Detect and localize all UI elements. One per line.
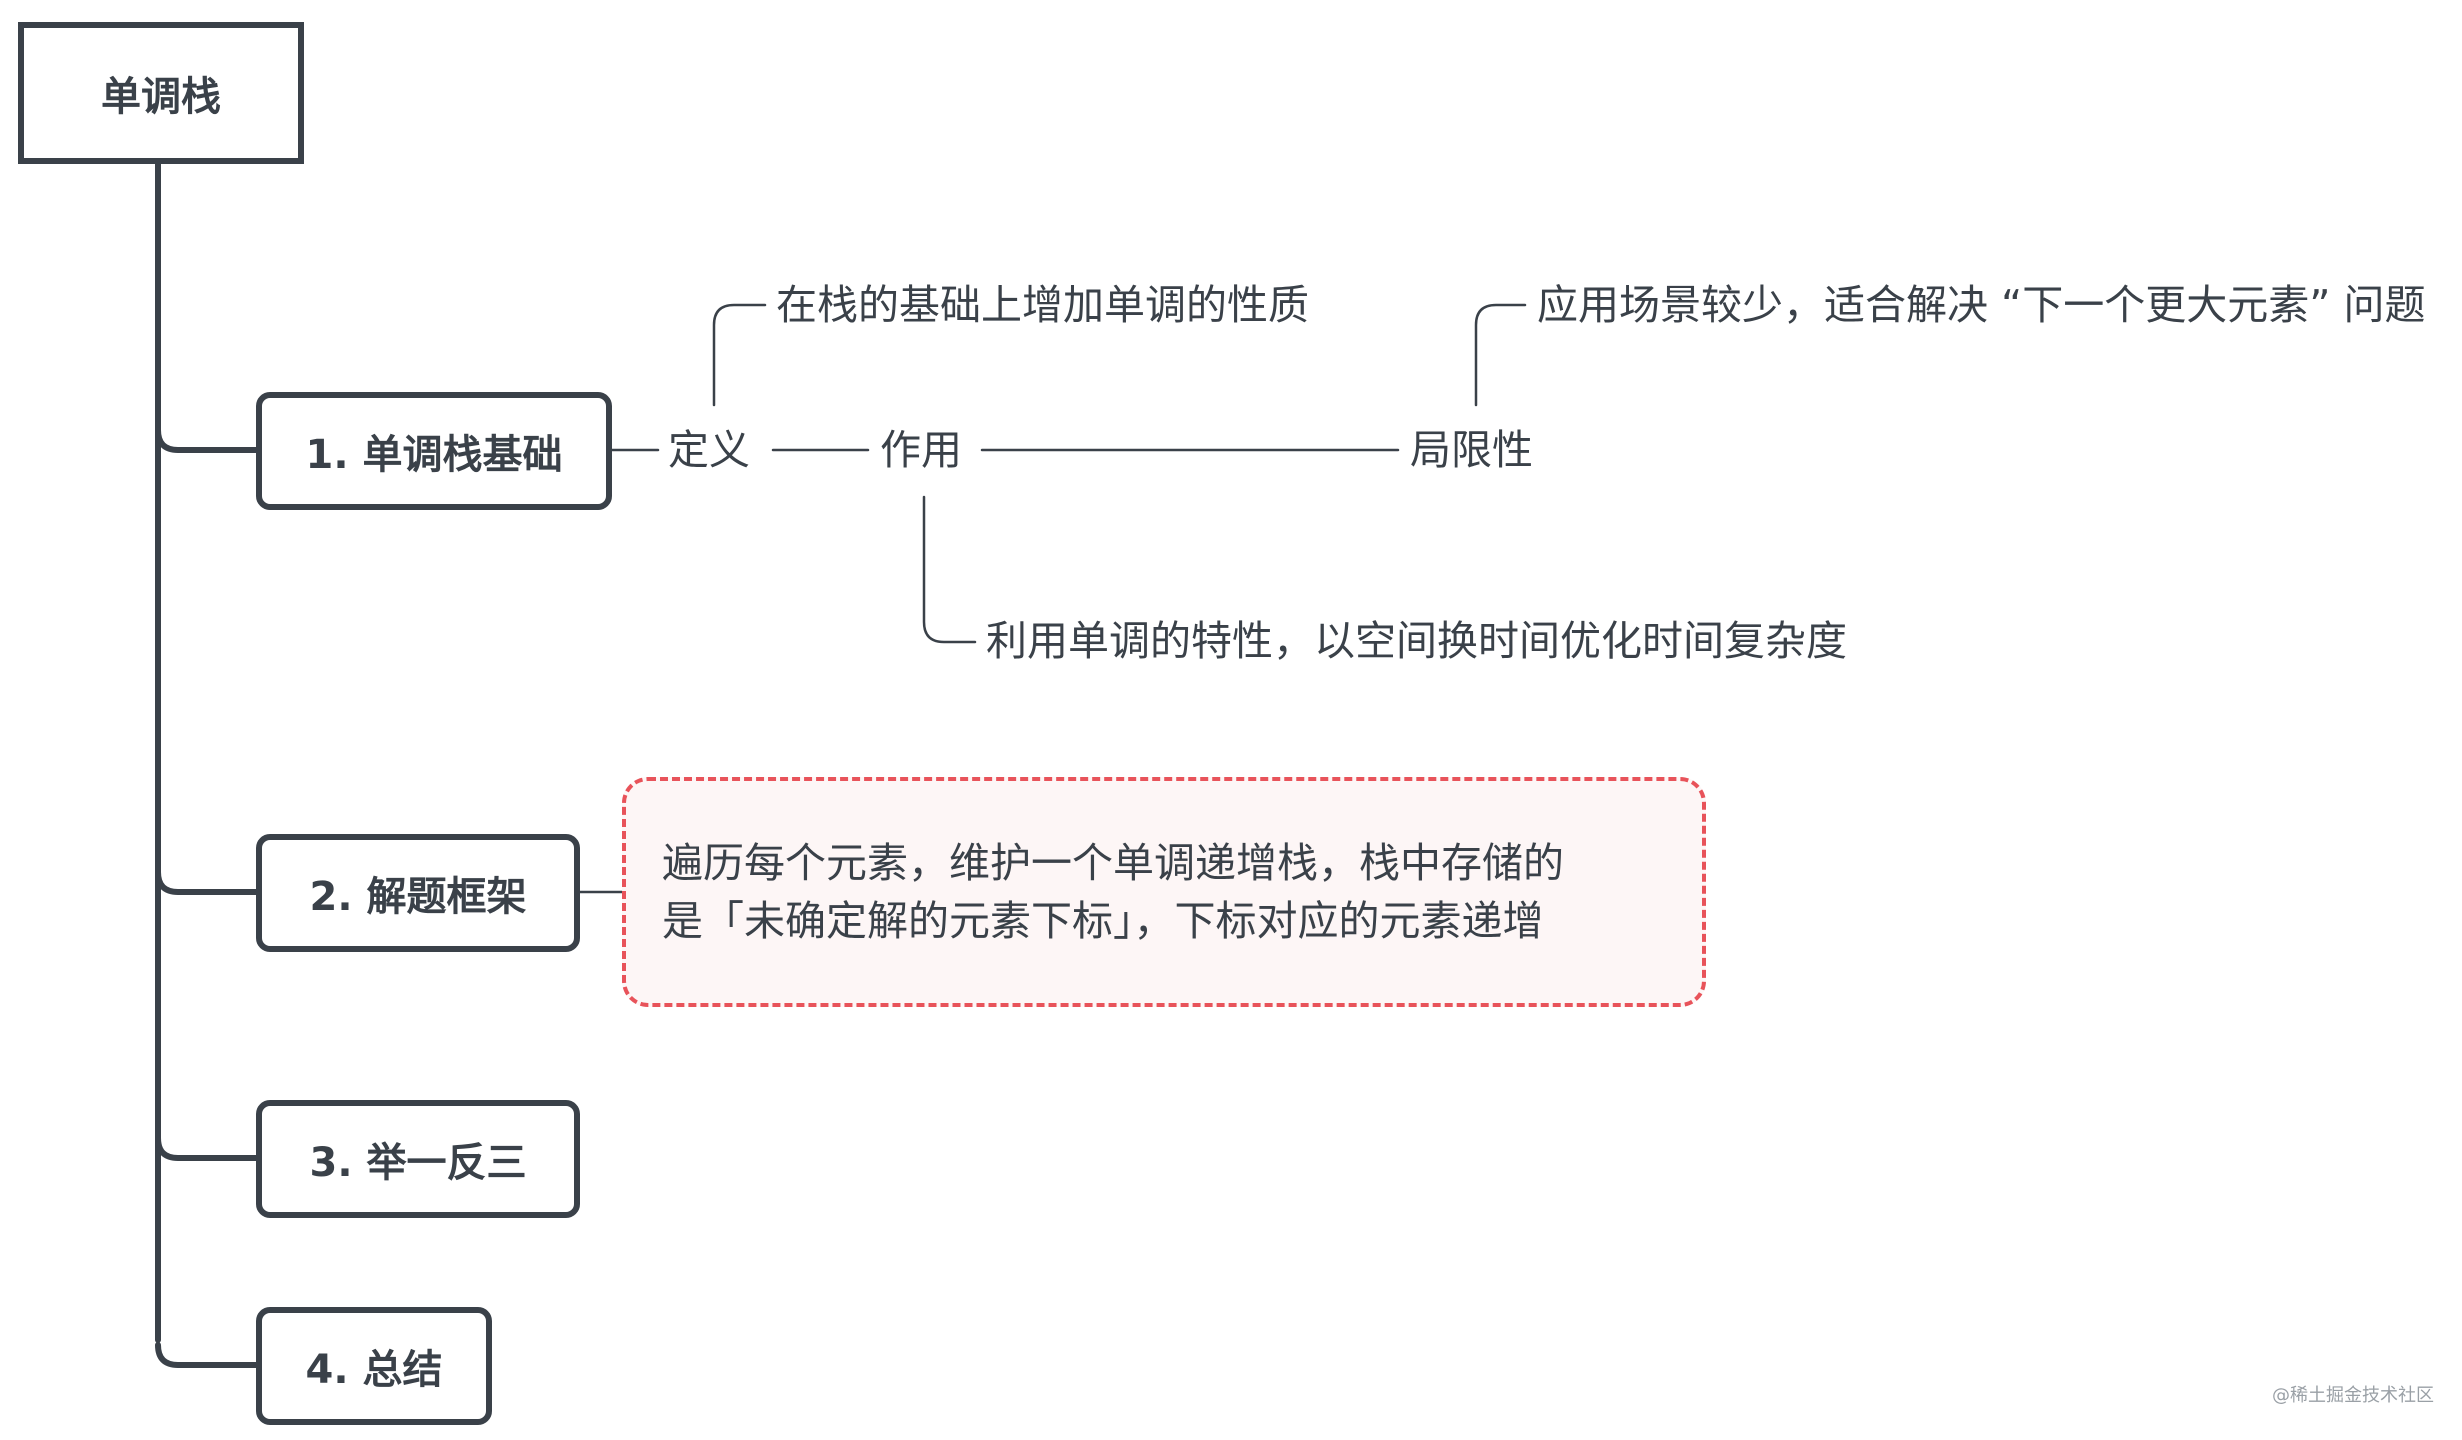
trunk-to-branch1 [155,427,261,453]
trunk-to-branch2 [155,869,261,895]
branch-label: 1. 单调栈基础 [305,432,563,478]
trunk-to-branch4 [155,1342,261,1368]
definition-topic[interactable]: 定义 [668,426,750,474]
root-node[interactable]: 单调栈 [18,22,304,164]
limitation-topic[interactable]: 局限性 [1410,426,1533,474]
branch-label: 3. 举一反三 [309,1140,527,1186]
definition-detail[interactable]: 在栈的基础上增加单调的性质 [776,281,1309,329]
framework-note[interactable]: 遍历每个元素，维护一个单调递增栈，栈中存储的 是「未确定解的元素下标」，下标对应… [622,777,1706,1007]
framework-note-line1: 遍历每个元素，维护一个单调递增栈，栈中存储的 [662,839,1564,887]
definition-to-detail [712,303,767,407]
trunk-to-branch3 [155,1135,261,1161]
limitation-to-detail [1474,303,1527,407]
root-label: 单调栈 [101,74,221,120]
branch-label: 4. 总结 [305,1347,443,1393]
branch-node-examples[interactable]: 3. 举一反三 [256,1100,580,1218]
framework-note-line2: 是「未确定解的元素下标」，下标对应的元素递增 [662,897,1544,945]
branch-node-summary[interactable]: 4. 总结 [256,1307,492,1425]
branch-node-framework[interactable]: 2. 解题框架 [256,834,580,952]
role-topic[interactable]: 作用 [880,426,962,474]
branch-label: 2. 解题框架 [309,874,527,920]
limitation-detail[interactable]: 应用场景较少，适合解决 “下一个更大元素” 问题 [1537,281,2426,329]
role-detail[interactable]: 利用单调的特性，以空间换时间优化时间复杂度 [986,617,1847,665]
framework-note-text: 遍历每个元素，维护一个单调递增栈，栈中存储的 是「未确定解的元素下标」，下标对应… [662,834,1564,950]
role-to-detail [922,495,977,644]
watermark: @稀土掘金技术社区 [2272,1385,2434,1406]
branch-node-basics[interactable]: 1. 单调栈基础 [256,392,612,510]
